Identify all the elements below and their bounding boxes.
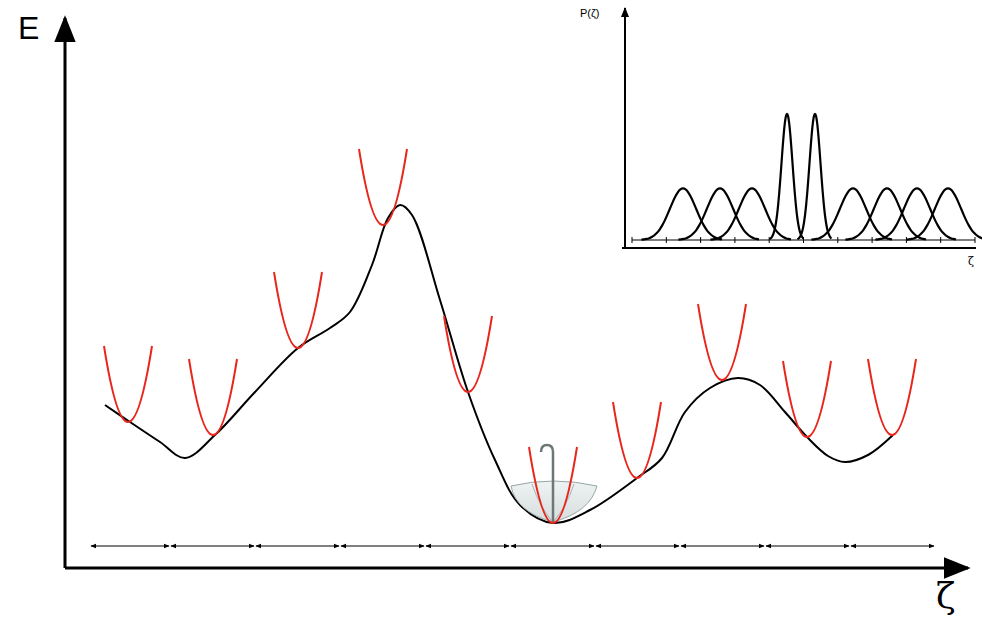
inset-x-axis <box>622 247 976 249</box>
inset-axis-label: P(ζ) <box>580 8 600 19</box>
cv-axis <box>65 567 968 570</box>
histograms <box>641 114 982 240</box>
energy-curve <box>105 205 893 523</box>
inset-y-axis <box>624 8 626 248</box>
axis-label: E <box>18 12 39 44</box>
bias-potentials <box>104 149 916 523</box>
window-bar <box>91 546 934 547</box>
axis-label: ζ <box>936 578 956 614</box>
umbrella-icon <box>511 445 597 522</box>
inset-axis-label: ζ <box>968 256 974 267</box>
energy-axis <box>64 18 67 568</box>
